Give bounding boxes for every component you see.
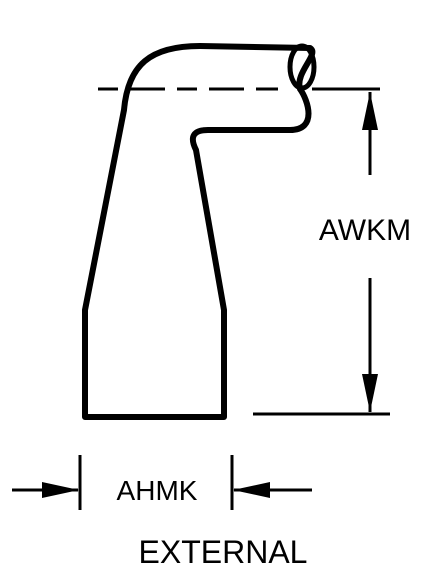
width-dimension-label: AHMK	[117, 475, 198, 506]
arrow-down-icon	[362, 374, 378, 412]
drawing-caption: EXTERNAL	[139, 534, 308, 570]
arrow-right-icon	[42, 482, 79, 498]
height-dimension: AWKM	[319, 92, 411, 412]
height-dimension-label: AWKM	[319, 214, 411, 247]
tube-end-ellipse	[287, 43, 317, 91]
width-dimension: AHMK	[12, 455, 312, 510]
part-outline	[82, 43, 316, 420]
arrow-left-icon	[233, 482, 270, 498]
arrow-up-icon	[362, 92, 378, 130]
